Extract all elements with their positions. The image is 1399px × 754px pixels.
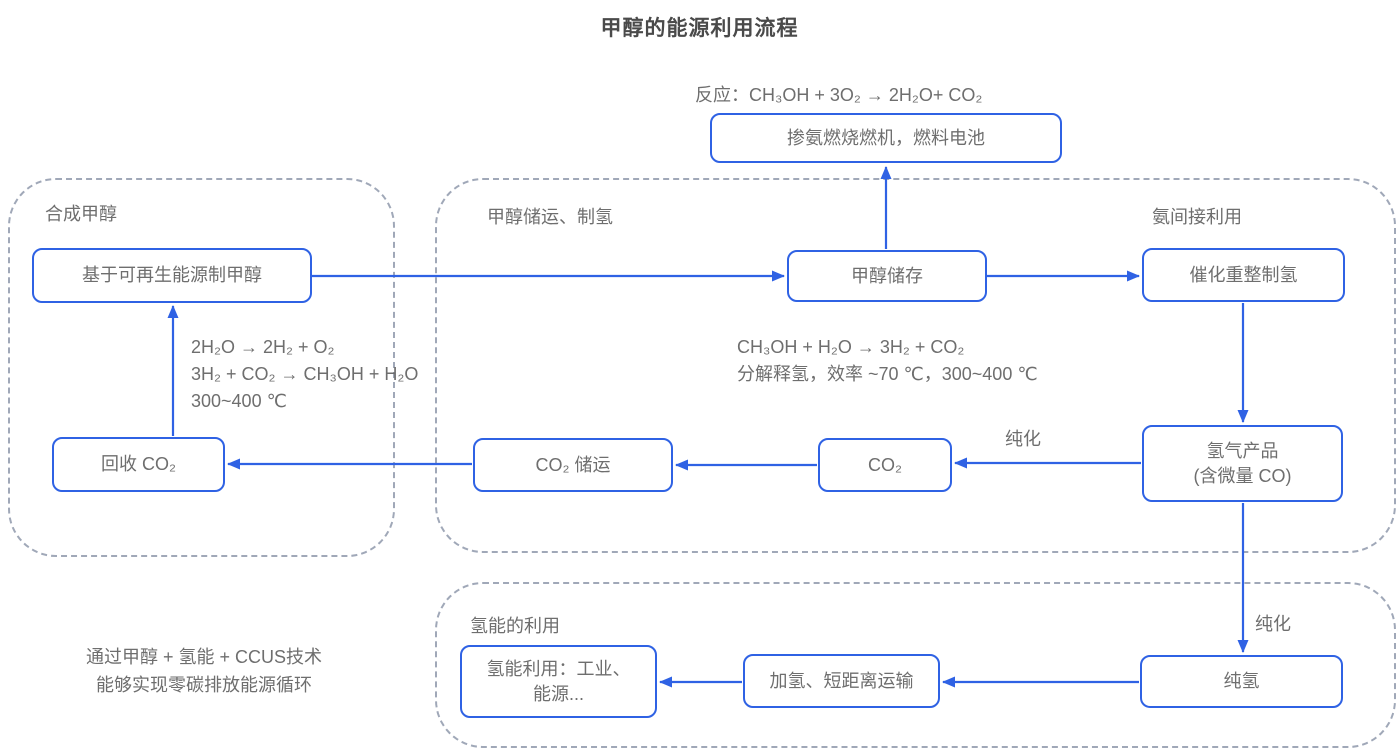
- node-ammonia-combustion: 掺氨燃烧燃机，燃料电池: [710, 113, 1062, 163]
- group-hydrogen-use: [435, 582, 1396, 748]
- group-storage-label: 甲醇储运、制氢: [487, 207, 613, 227]
- node-h2-product-line1: 氢气产品: [1206, 441, 1279, 462]
- group-synthesis-label: 合成甲醇: [45, 204, 117, 224]
- left-equation-3: 300~400 ℃: [191, 391, 287, 411]
- node-catalytic-reforming-label: 催化重整制氢: [1189, 264, 1298, 285]
- node-renewable-methanol-label: 基于可再生能源制甲醇: [82, 265, 262, 286]
- node-recycle-co2: 回收 CO₂: [52, 437, 225, 492]
- node-pure-h2-label: 纯氢: [1223, 671, 1260, 692]
- purify-label-horizontal: 纯化: [1005, 429, 1041, 449]
- left-equation-2: 3H₂ + CO₂ → CH₃OH + H₂O: [191, 364, 419, 384]
- footer-note-line2: 能够实现零碳排放能源循环: [96, 675, 312, 695]
- node-h2-utilization: 氢能利用：工业、 能源...: [460, 645, 657, 718]
- node-h2-utilization-line1: 氢能利用：工业、: [486, 659, 631, 680]
- mid-equation-2: 分解释氢，效率 ~70 ℃，300~400 ℃: [737, 364, 1038, 384]
- footer-note: 通过甲醇 + 氢能 + CCUS技术 能够实现零碳排放能源循环: [28, 643, 380, 699]
- node-h2-product-line2: (含微量 CO): [1193, 465, 1292, 486]
- left-equation-1: 2H₂O → 2H₂ + O₂: [191, 337, 335, 357]
- node-co2-storage-label: CO₂ 储运: [535, 454, 611, 475]
- footer-note-line1: 通过甲醇 + 氢能 + CCUS技术: [85, 647, 323, 667]
- diagram-title: 甲醇的能源利用流程: [600, 17, 799, 40]
- node-co2: CO₂: [818, 438, 952, 492]
- node-pure-h2: 纯氢: [1140, 655, 1343, 708]
- node-h2-product: 氢气产品 (含微量 CO): [1142, 425, 1343, 502]
- node-methanol-storage-label: 甲醇储存: [851, 265, 923, 286]
- group-storage-hydrogen: [435, 178, 1396, 553]
- node-hydrogenation-transport-label: 加氢、短距离运输: [769, 670, 914, 691]
- node-co2-label: CO₂: [868, 454, 902, 475]
- node-ammonia-combustion-label: 掺氨燃烧燃机，燃料电池: [787, 127, 985, 148]
- group-synthesis: [8, 178, 395, 557]
- purify-label-vertical: 纯化: [1255, 614, 1291, 634]
- node-recycle-co2-label: 回收 CO₂: [101, 454, 176, 475]
- group-ammonia-indirect-label: 氨间接利用: [1152, 207, 1242, 227]
- group-hydrogen-use-label: 氢能的利用: [470, 616, 560, 636]
- node-h2-utilization-line2: 能源...: [532, 683, 584, 704]
- node-co2-storage: CO₂ 储运: [473, 438, 673, 492]
- node-renewable-methanol: 基于可再生能源制甲醇: [32, 248, 312, 303]
- reaction-formula: 反应：CH₃OH + 3O₂ → 2H₂O+ CO₂: [695, 85, 983, 105]
- node-hydrogenation-transport: 加氢、短距离运输: [743, 654, 940, 708]
- mid-equation-1: CH₃OH + H₂O → 3H₂ + CO₂: [737, 337, 965, 357]
- node-methanol-storage: 甲醇储存: [787, 250, 987, 302]
- node-catalytic-reforming: 催化重整制氢: [1142, 248, 1345, 302]
